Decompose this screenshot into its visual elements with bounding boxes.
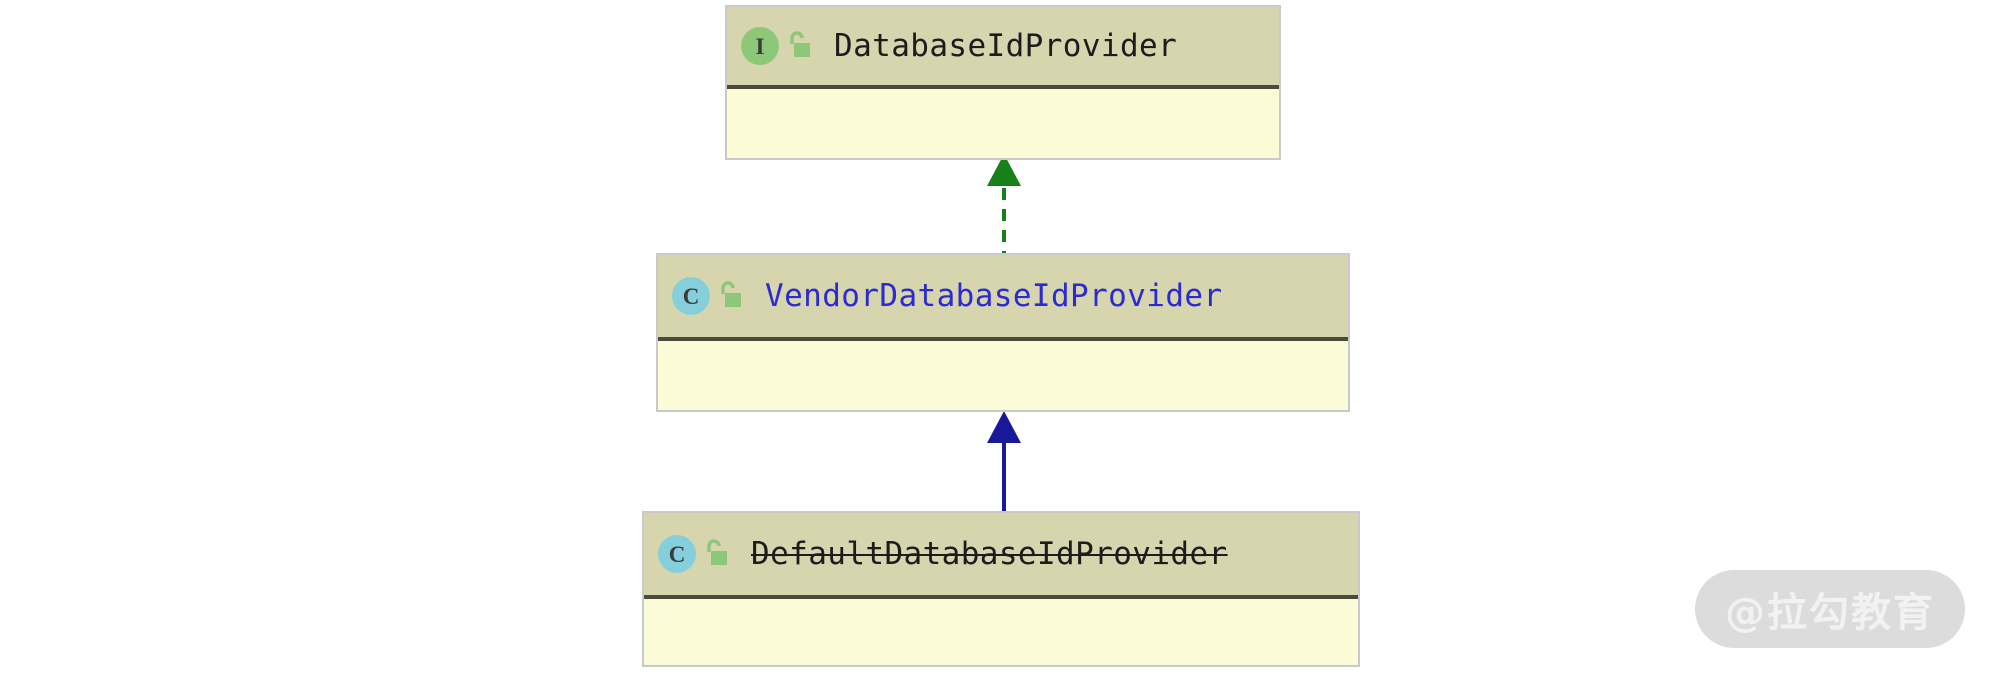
class-box-members: [727, 89, 1279, 158]
extends-arrow-icon: [987, 411, 1021, 521]
class-badge-icon: C: [658, 535, 696, 573]
class-name-label: DatabaseIdProvider: [834, 27, 1178, 64]
implements-arrowhead: [987, 154, 1021, 186]
class-box-database-id-provider[interactable]: I DatabaseIdProvider: [725, 5, 1281, 160]
implements-edge[interactable]: [964, 150, 1044, 265]
class-name-label: DefaultDatabaseIdProvider: [751, 535, 1228, 572]
class-badge-icon: C: [672, 277, 710, 315]
interface-badge-icon: I: [741, 27, 779, 65]
class-box-header: I DatabaseIdProvider: [727, 7, 1279, 89]
class-box-default-database-id-provider[interactable]: C DefaultDatabaseIdProvider: [642, 511, 1360, 667]
extends-arrowhead: [987, 411, 1021, 443]
unlocked-padlock-icon: [786, 31, 812, 61]
watermark: @拉勾教育: [1695, 570, 1965, 648]
unlocked-padlock-icon: [717, 281, 743, 311]
unlocked-padlock-icon: [703, 539, 729, 569]
class-box-header: C VendorDatabaseIdProvider: [658, 255, 1348, 341]
class-box-members: [644, 599, 1358, 665]
class-box-members: [658, 341, 1348, 410]
class-box-header: C DefaultDatabaseIdProvider: [644, 513, 1358, 599]
class-name-label: VendorDatabaseIdProvider: [765, 277, 1223, 314]
extends-edge[interactable]: [964, 403, 1044, 523]
implements-arrow-icon: [987, 154, 1021, 263]
class-box-vendor-database-id-provider[interactable]: C VendorDatabaseIdProvider: [656, 253, 1350, 412]
